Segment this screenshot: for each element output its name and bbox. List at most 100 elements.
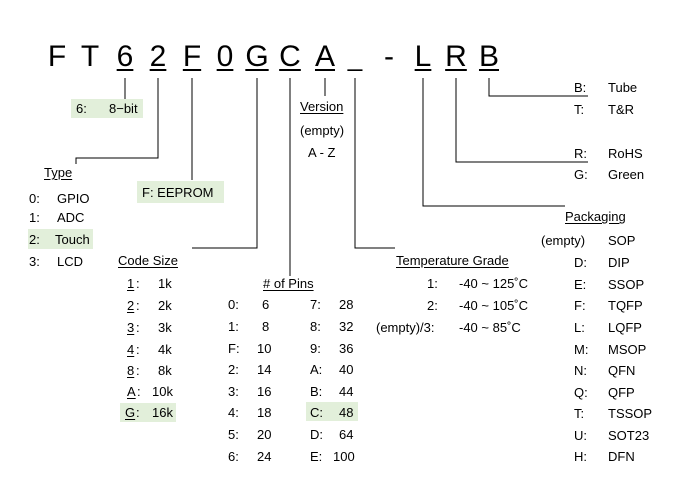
memory-label: F: EEPROM <box>142 185 214 200</box>
pins-value: 48 <box>339 405 354 420</box>
packaging-value: TSSOP <box>608 406 653 421</box>
pins-code: 1: <box>228 319 239 334</box>
pn-char-temperature: A <box>314 40 335 73</box>
pins-code: A: <box>310 362 323 377</box>
pn-dash: - <box>384 40 394 73</box>
type-value: GPIO <box>57 191 90 206</box>
line-temperature <box>354 78 395 249</box>
pins-code: 5: <box>228 427 239 442</box>
pn-char-type: 2 <box>149 40 167 73</box>
packaging-code: Q: <box>574 385 588 400</box>
pins-value: 10 <box>257 341 272 356</box>
line-rohs <box>455 78 588 163</box>
version-header: Version <box>300 99 344 114</box>
pn-char-2: T <box>80 40 100 73</box>
shipping-code: T: <box>574 102 585 117</box>
version-option: A - Z <box>308 145 336 160</box>
packaging-code: M: <box>574 342 589 357</box>
rohs-value: Green <box>608 167 645 182</box>
code-size-value: 10k <box>152 384 173 399</box>
shipping-value: Tube <box>608 80 638 95</box>
pins-value: 6 <box>262 297 270 312</box>
type-header: Type <box>44 165 73 180</box>
pn-char-version: C <box>279 40 301 73</box>
pins-code: C: <box>310 405 323 420</box>
code-size-header: Code Size <box>118 253 178 268</box>
shipping-code: B: <box>574 80 587 95</box>
packaging-code: N: <box>574 363 587 378</box>
pins-code: 4: <box>228 405 239 420</box>
packaging-value: TQFP <box>608 298 643 313</box>
packaging-value: SSOP <box>608 277 645 292</box>
pins-value: 64 <box>339 427 354 442</box>
rohs-code: R: <box>574 146 587 161</box>
pn-char-bits: 6 <box>116 40 134 73</box>
packaging-header: Packaging <box>565 209 626 224</box>
pins-value: 14 <box>257 362 272 377</box>
type-value: ADC <box>57 210 85 225</box>
type-code: 0: <box>29 191 40 206</box>
pins-value: 18 <box>257 405 272 420</box>
packaging-code: D: <box>574 255 587 270</box>
temperature-value: -40 ~ 125˚C <box>459 276 529 291</box>
packaging-code: U: <box>574 428 587 443</box>
type-value: LCD <box>57 254 84 269</box>
pins-value: 100 <box>333 449 355 464</box>
code-size-value: 16k <box>152 405 173 420</box>
pins-code: 3: <box>228 384 239 399</box>
pins-value: 16 <box>257 384 272 399</box>
bits-value: 8−bit <box>109 101 138 116</box>
pins-value: 20 <box>257 427 272 442</box>
pins-code: B: <box>310 384 323 399</box>
packaging-value: DIP <box>608 255 630 270</box>
packaging-code: T: <box>574 406 585 421</box>
pn-char-packaging: L <box>414 40 432 73</box>
pn-char-memory: F <box>182 40 202 73</box>
pins-value: 32 <box>339 319 354 334</box>
code-size-code: 4 <box>127 342 135 357</box>
version-option: (empty) <box>300 123 345 138</box>
pn-char-shipping: B <box>478 40 499 73</box>
pn-char-1: F <box>47 40 67 73</box>
code-size-value: 3k <box>158 320 172 335</box>
packaging-value: SOP <box>608 233 636 248</box>
pn-blank: _ <box>347 42 363 72</box>
temperature-value: -40 ~ 85˚C <box>459 320 521 335</box>
pn-char-code-size: 0 <box>216 40 234 73</box>
code-size-value: 2k <box>158 298 172 313</box>
rohs-code: G: <box>574 167 588 182</box>
temperature-code: 1: <box>427 276 438 291</box>
type-code: 3: <box>29 254 40 269</box>
line-type <box>75 78 159 164</box>
packaging-code: H: <box>574 449 587 464</box>
pins-header: # of Pins <box>263 276 314 291</box>
pins-code: 7: <box>310 297 321 312</box>
type-code: 2: <box>29 232 40 247</box>
memory-box <box>137 181 224 203</box>
temperature-code: (empty)/3: <box>376 320 435 335</box>
pins-value: 8 <box>262 319 270 334</box>
code-size-code: 2 <box>127 298 135 313</box>
pins-code: 8: <box>310 319 321 334</box>
bits-box <box>71 99 143 118</box>
packaging-value: MSOP <box>608 342 647 357</box>
pn-char-rohs: R <box>445 40 467 73</box>
packaging-value: QFP <box>608 385 635 400</box>
packaging-code: F: <box>574 298 586 313</box>
pins-code: F: <box>228 341 240 356</box>
pins-code: 9: <box>310 341 321 356</box>
packaging-code: (empty) <box>541 233 586 248</box>
packaging-value: DFN <box>608 449 635 464</box>
packaging-code: E: <box>574 277 587 292</box>
code-size-value: 8k <box>158 363 172 378</box>
packaging-value: LQFP <box>608 320 642 335</box>
pins-code: 0: <box>228 297 239 312</box>
pins-highlight <box>306 402 358 421</box>
pins-code: 2: <box>228 362 239 377</box>
pins-code: D: <box>310 427 323 442</box>
type-value: Touch <box>55 232 90 247</box>
temperature-value: -40 ~ 105˚C <box>459 298 529 313</box>
code-size-code: 8 <box>127 363 135 378</box>
packaging-value: QFN <box>608 363 636 378</box>
